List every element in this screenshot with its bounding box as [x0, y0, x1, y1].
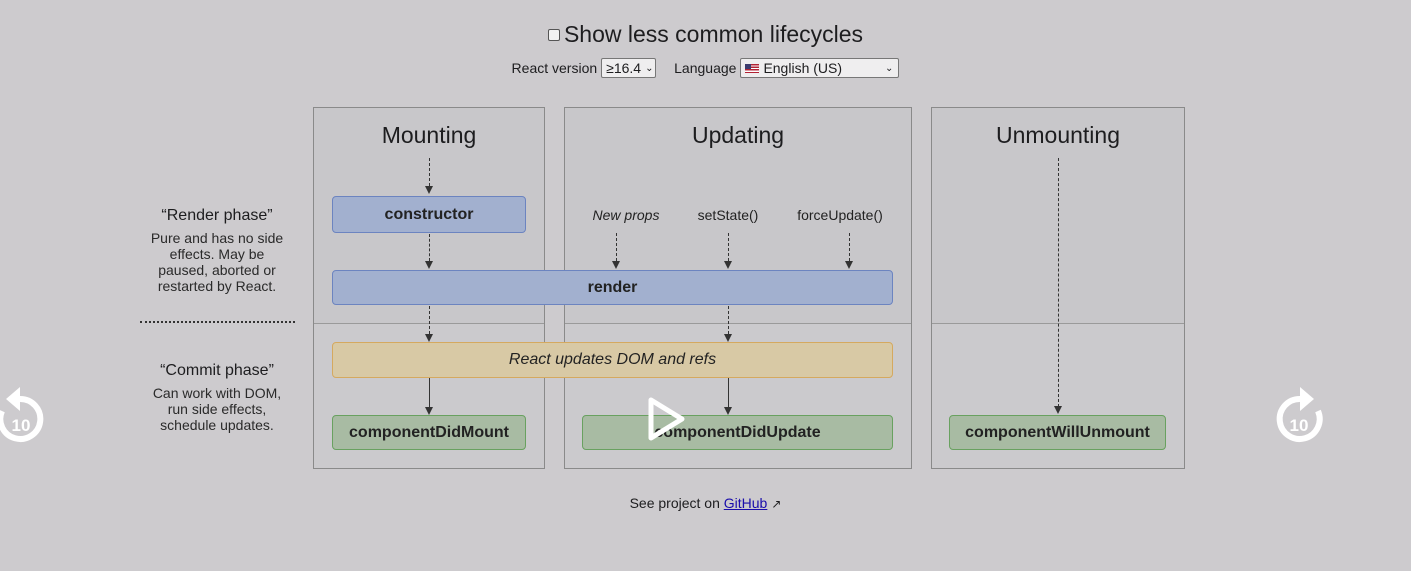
set-state-trigger: setState() — [697, 207, 759, 223]
chevron-down-icon: ⌄ — [885, 62, 894, 74]
arrowhead — [612, 261, 620, 269]
arrowhead — [845, 261, 853, 269]
force-update-trigger: forceUpdate() — [797, 207, 883, 223]
arrow — [429, 158, 430, 186]
mounting-title: Mounting — [381, 122, 477, 148]
arrow — [429, 306, 430, 334]
rewind-icon: 10 — [0, 387, 44, 442]
react-version-value: ≥16.4 — [606, 60, 642, 76]
render-box[interactable]: render — [332, 270, 893, 305]
react-version-select[interactable]: ≥16.4 ⌄ — [601, 58, 657, 78]
arrowhead — [425, 407, 433, 415]
commit-phase-line: schedule updates. — [160, 417, 274, 433]
us-flag-icon — [745, 63, 760, 73]
less-common-lifecycles-label[interactable]: Show less common lifecycles — [563, 20, 864, 47]
commit-phase-title: “Commit phase” — [160, 362, 274, 379]
arrow — [728, 306, 729, 334]
component-will-unmount-box[interactable]: componentWillUnmount — [949, 415, 1166, 450]
component-did-update-box[interactable]: componentDidUpdate — [582, 415, 893, 450]
render-phase-line: paused, aborted or — [158, 262, 276, 278]
constructor-box[interactable]: constructor — [332, 196, 526, 233]
play-button[interactable] — [646, 396, 686, 442]
arrowhead — [425, 334, 433, 342]
arrow — [1058, 158, 1059, 407]
external-link-icon: ↗ — [771, 497, 782, 511]
arrow — [728, 233, 729, 261]
arrow — [429, 234, 430, 261]
play-icon — [648, 397, 685, 441]
forward-icon: 10 — [1276, 387, 1323, 442]
render-phase-line: Pure and has no side — [150, 230, 284, 246]
controls-row: React version ≥16.4 ⌄ Language English (… — [0, 57, 1411, 79]
new-props-trigger: New props — [592, 207, 660, 223]
rewind-seconds: 10 — [12, 416, 31, 435]
arrow — [429, 378, 430, 407]
arrow — [728, 378, 729, 407]
forward-10-button[interactable]: 10 — [1272, 385, 1328, 445]
github-link[interactable]: GitHub — [723, 495, 768, 511]
language-label: Language — [674, 60, 737, 76]
language-value: English (US) — [763, 60, 843, 76]
render-phase-line: restarted by React. — [157, 278, 277, 294]
commit-phase-line: run side effects, — [167, 401, 267, 417]
commit-phase-line: Can work with DOM, — [152, 385, 282, 401]
lifecycle-toggle-row: Show less common lifecycles — [0, 19, 1411, 49]
arrow — [616, 233, 617, 261]
footer-text: See project on — [629, 495, 724, 511]
arrowhead — [724, 334, 732, 342]
render-phase-title: “Render phase” — [161, 207, 273, 224]
chevron-down-icon: ⌄ — [645, 62, 654, 74]
updating-title: Updating — [691, 122, 785, 148]
render-phase-line: effects. May be — [169, 246, 265, 262]
component-did-mount-box[interactable]: componentDidMount — [332, 415, 526, 450]
arrowhead — [425, 186, 433, 194]
arrowhead — [425, 261, 433, 269]
commit-phase-description: Can work with DOM, run side effects, sch… — [137, 385, 297, 433]
language-select[interactable]: English (US) ⌄ — [740, 58, 900, 78]
arrowhead — [724, 407, 732, 415]
react-version-label: React version — [511, 60, 598, 76]
less-common-lifecycles-checkbox[interactable] — [547, 29, 560, 41]
rewind-10-button[interactable]: 10 — [0, 385, 48, 445]
unmounting-title: Unmounting — [995, 122, 1121, 148]
arrow — [849, 233, 850, 261]
arrowhead — [724, 261, 732, 269]
arrowhead — [1054, 406, 1062, 414]
react-updates-dom-box: React updates DOM and refs — [332, 342, 893, 378]
phase-separator — [140, 321, 295, 323]
render-phase-description: Pure and has no side effects. May be pau… — [137, 230, 297, 294]
footer: See project on GitHub↗ — [0, 495, 1411, 511]
forward-seconds: 10 — [1290, 416, 1309, 435]
